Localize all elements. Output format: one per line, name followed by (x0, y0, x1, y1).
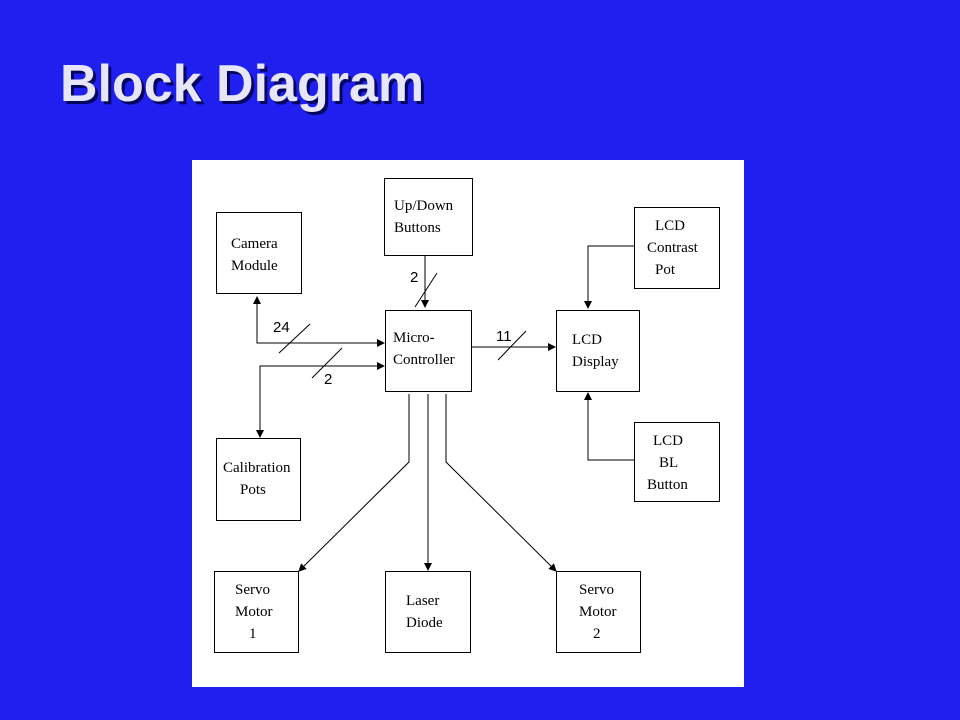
lcd-contrast-pot-block: LCD Contrast Pot (634, 207, 720, 289)
mcu-to-servo2-line (445, 394, 557, 572)
up-down-buttons-block: Up/Down Buttons (384, 178, 473, 256)
camera-bus-width-label: 24 (273, 319, 290, 336)
servo-motor-1-block: Servo Motor 1 (214, 571, 299, 653)
slide-title: Block Diagram (60, 55, 425, 113)
calibration-pots-block: Calibration Pots (216, 438, 301, 521)
diagram-connectors (253, 245, 634, 572)
camera-bus-line (253, 296, 384, 344)
buttons-bus-slash (414, 272, 438, 308)
lcd-bl-button-block: LCD BL Button (634, 422, 720, 502)
buttons-bus-width-label: 2 (410, 269, 419, 286)
block-diagram: Camera Module Up/Down Buttons LCD Contra… (192, 160, 744, 687)
servo-motor-2-block: Servo Motor 2 (556, 571, 641, 653)
lcd-display-block: LCD Display (556, 310, 640, 392)
camera-module-block: Camera Module (216, 212, 302, 294)
mcu-to-servo1-line (298, 394, 410, 572)
calibration-bus-line (256, 365, 384, 438)
calibration-bus-width-label: 2 (324, 371, 333, 388)
lcd-bus-slash (497, 330, 527, 361)
lcd-bus-width-label: 11 (496, 328, 512, 345)
bl-to-lcd-line (584, 392, 634, 461)
camera-bus-slash (278, 323, 311, 354)
micro-controller-block: Micro- Controller (385, 310, 472, 392)
laser-diode-block: Laser Diode (385, 571, 471, 653)
calibration-bus-slash (311, 347, 343, 379)
contrast-to-lcd-line (584, 245, 634, 309)
